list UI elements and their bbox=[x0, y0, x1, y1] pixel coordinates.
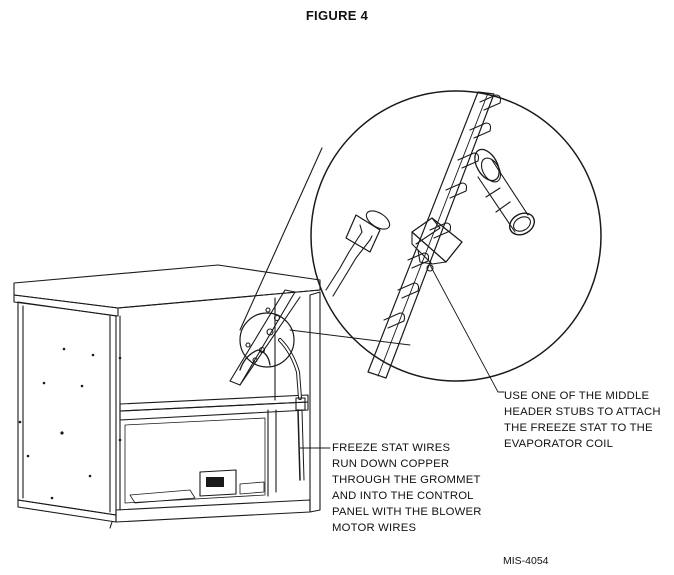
detail-marker-circle bbox=[239, 312, 295, 368]
evaporator-coil bbox=[229, 289, 306, 481]
air-handler-cabinet bbox=[13, 264, 321, 529]
callout-line: HEADER STUBS TO ATTACH bbox=[504, 406, 661, 418]
callout-line: RUN DOWN COPPER bbox=[332, 458, 450, 470]
callout-line: USE ONE OF THE MIDDLE bbox=[504, 390, 650, 402]
freeze-stat-wires-callout: FREEZE STAT WIRES RUN DOWN COPPER THROUG… bbox=[332, 440, 482, 536]
drawing-number: MIS-4054 bbox=[503, 555, 549, 567]
header-stubs bbox=[383, 94, 502, 329]
grommet-fitting bbox=[474, 148, 536, 236]
callout-line: AND INTO THE CONTROL bbox=[332, 490, 474, 502]
callout-line: THE FREEZE STAT TO THE bbox=[504, 422, 653, 434]
callout-line: THROUGH THE GROMMET bbox=[332, 474, 481, 486]
callout-line: FREEZE STAT WIRES bbox=[332, 442, 451, 454]
freeze-stat bbox=[411, 217, 463, 272]
header-stub-callout: USE ONE OF THE MIDDLE HEADER STUBS TO AT… bbox=[504, 388, 661, 452]
callout-line: MOTOR WIRES bbox=[332, 522, 417, 534]
copper-tube-with-nut bbox=[325, 210, 391, 297]
callout-line: EVAPORATOR COIL bbox=[504, 438, 614, 450]
figure-title: FIGURE 4 bbox=[305, 8, 369, 23]
magnified-detail-view bbox=[310, 90, 602, 382]
callout-line: PANEL WITH THE BLOWER bbox=[332, 506, 482, 518]
